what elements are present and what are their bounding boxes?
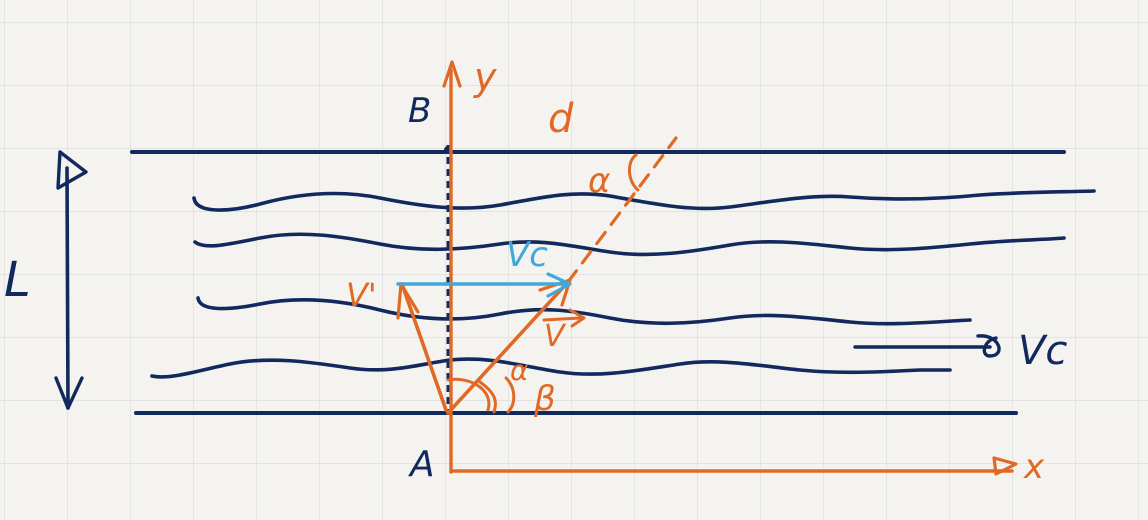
water-wave-3 xyxy=(196,296,972,326)
label-d: d xyxy=(548,96,574,142)
current-marker-line xyxy=(853,334,1001,358)
label-v-prime: V' xyxy=(346,276,377,314)
angle-arc-outer xyxy=(504,376,516,414)
label-y: y xyxy=(473,55,497,99)
label-x: x xyxy=(1023,447,1045,487)
water-wave-1 xyxy=(192,189,1096,212)
width-arrow-head-bottom xyxy=(54,376,84,410)
width-arrow-head-top xyxy=(56,150,88,190)
label-l: L xyxy=(4,252,31,308)
label-v: V xyxy=(544,319,567,354)
angle-arc-alpha-top xyxy=(628,153,640,192)
label-vc-right: Vc xyxy=(1018,328,1067,374)
velocity-v-vector xyxy=(446,280,570,415)
v-label-arrow xyxy=(542,308,586,328)
direction-line-d xyxy=(566,136,678,284)
water-wave-2 xyxy=(193,232,1066,257)
angle-arc-beta xyxy=(446,377,491,412)
label-beta: β xyxy=(533,379,556,419)
current-velocity-arrowhead xyxy=(546,272,572,298)
water-wave-4 xyxy=(150,357,952,379)
label-b: B xyxy=(408,91,431,131)
velocity-v-prime-vector xyxy=(400,282,448,412)
label-alpha-top: α xyxy=(588,161,610,201)
x-axis-arrowhead xyxy=(992,456,1018,476)
width-arrow-shaft xyxy=(65,166,70,410)
y-axis-arrowhead xyxy=(442,60,462,88)
angle-arc-alpha xyxy=(478,380,497,414)
label-a: A xyxy=(408,444,435,485)
label-alpha-bottom: α xyxy=(510,354,529,387)
label-vc-blue: Vc xyxy=(506,235,548,275)
